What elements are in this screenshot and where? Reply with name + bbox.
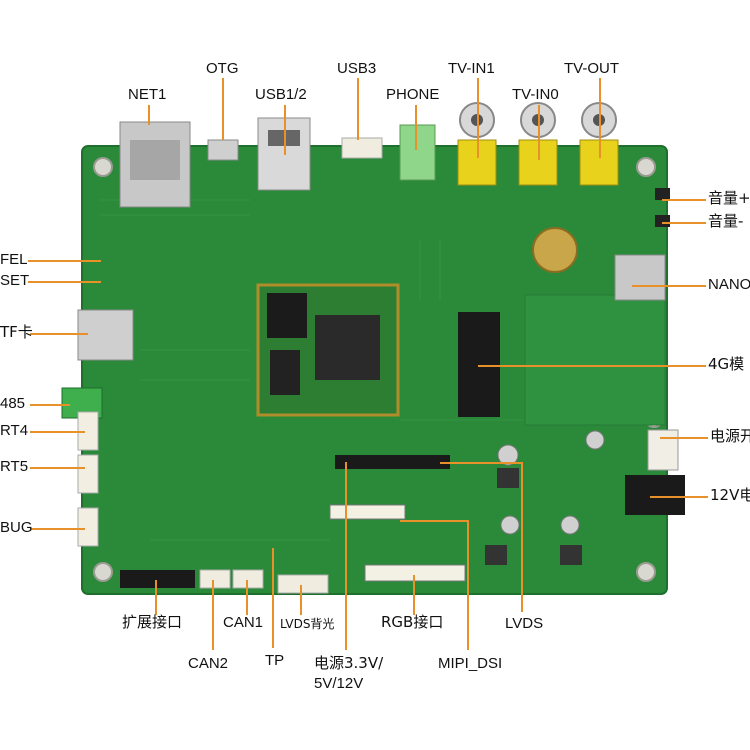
leader-nano	[632, 285, 706, 287]
leader-tvout	[599, 78, 601, 158]
label-power-voltage-2: 5V/12V	[314, 675, 364, 692]
leader-can1	[246, 580, 248, 615]
leader-usb12	[284, 105, 286, 155]
label-mipi: MIPI_DSI	[438, 655, 503, 672]
leader-reset	[28, 281, 101, 283]
leader-otg	[222, 78, 224, 140]
leader-tp	[272, 548, 274, 648]
label-tf: TF卡	[0, 323, 33, 341]
label-debug: BUG	[0, 519, 33, 536]
label-tvout: TV-OUT	[564, 60, 619, 77]
label-nano: NANO	[708, 276, 750, 293]
leader-lvds-bl	[300, 585, 302, 615]
leader-can2	[212, 580, 214, 650]
leader-vol-up	[662, 199, 706, 201]
label-tvin1: TV-IN1	[448, 60, 495, 77]
label-can1: CAN1	[223, 614, 264, 631]
label-otg: OTG	[206, 60, 239, 77]
label-uart5: RT5	[0, 458, 29, 475]
label-usb12: USB1/2	[255, 86, 307, 103]
leader-12v	[650, 496, 708, 498]
label-uart4: RT4	[0, 422, 29, 439]
leader-net1	[148, 105, 150, 125]
label-can2: CAN2	[188, 655, 229, 672]
label-power-voltage-1: 电源3.3V/	[314, 654, 384, 672]
label-reset: SET	[0, 272, 30, 289]
label-rgb: RGB接口	[381, 613, 444, 631]
leader-tvin0	[538, 105, 540, 160]
leader-tvin1	[477, 78, 479, 158]
label-net1: NET1	[128, 86, 167, 103]
label-usb3: USB3	[337, 60, 377, 77]
label-485: 485	[0, 395, 26, 412]
leader-lvds	[521, 462, 523, 612]
label-fel: FEL	[0, 251, 28, 268]
label-power-switch: 电源开	[710, 427, 750, 445]
leader-power-v	[345, 462, 347, 650]
label-lvds: LVDS	[505, 615, 544, 632]
leader-debug	[30, 528, 85, 530]
label-ext-header: 扩展接口	[122, 613, 183, 631]
leader-phone	[415, 105, 417, 150]
leader-rgb	[413, 575, 415, 615]
leader-mipi-h	[400, 520, 468, 522]
label-tvin0: TV-IN0	[512, 86, 559, 103]
leader-lvds-h	[440, 462, 522, 464]
leader-mipi	[467, 520, 469, 650]
label-phone: PHONE	[386, 86, 440, 103]
label-vol-up: 音量+	[708, 189, 750, 207]
leader-uart5	[30, 467, 85, 469]
label-12v: 12V电	[710, 486, 750, 504]
label-vol-down: 音量-	[708, 212, 744, 230]
leader-4g	[478, 365, 706, 367]
label-lvds-backlight: LVDS背光	[280, 617, 335, 631]
leader-fel	[28, 260, 101, 262]
leader-uart4	[30, 431, 85, 433]
leader-power-sw	[660, 437, 708, 439]
leader-tf	[30, 333, 88, 335]
leader-usb3	[357, 78, 359, 140]
leader-vol-down	[662, 222, 706, 224]
leader-ext	[155, 580, 157, 615]
label-4g: 4G模	[708, 355, 745, 373]
leader-485	[30, 404, 70, 406]
label-tp: TP	[265, 652, 285, 669]
